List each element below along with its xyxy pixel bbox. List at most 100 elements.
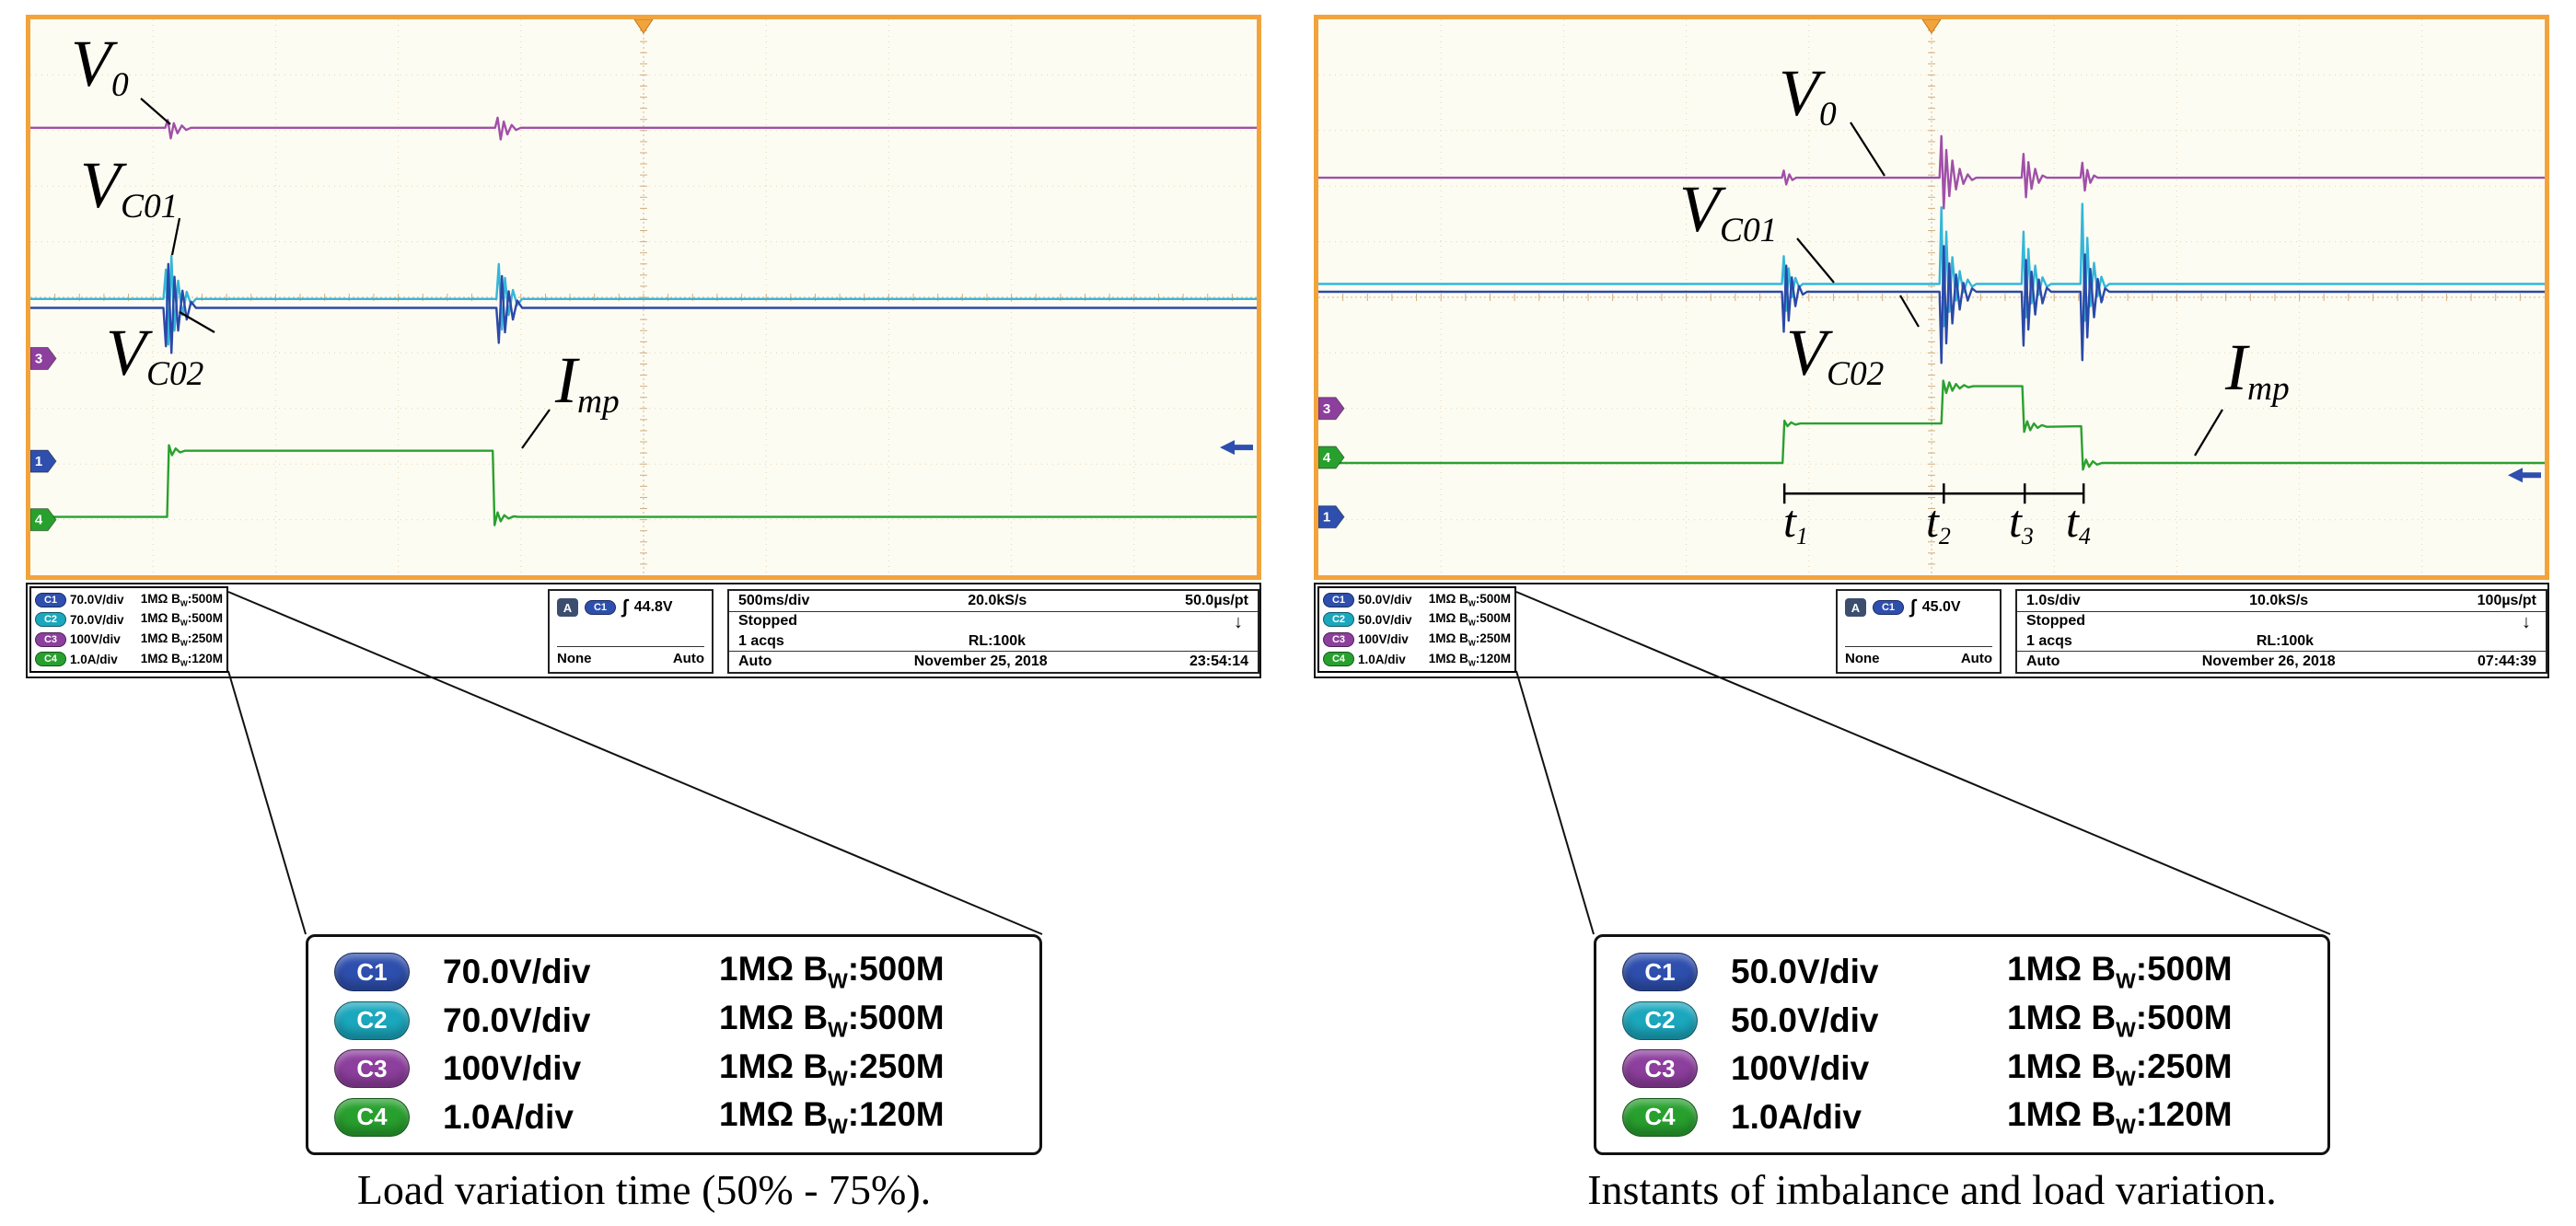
trigger-readout-box: A C1 ∫ 44.8V None Auto (548, 589, 714, 674)
record-length: RL:100k (2256, 633, 2315, 649)
channel-badge: C2 (35, 612, 66, 628)
trace-label-v0: V0 (71, 27, 129, 105)
vertical-scale-value: 1.0A/div (1358, 652, 1406, 666)
impedance-bandwidth-value: 1MΩ BW:250M (2007, 1047, 2233, 1090)
sample-resolution: 100µs/pt (2477, 593, 2536, 608)
acquisition-state-row: Stopped ↓ (2017, 612, 2546, 632)
acquisition-state: Stopped (738, 613, 797, 629)
channel-readout-block: C1 50.0V/div 1MΩ BW:500M C2 50.0V/div 1MΩ BW:… (1317, 586, 1516, 673)
channel-settings-row: C1 50.0V/div 1MΩ BW:500M (1622, 950, 2302, 994)
acquisition-time: 23:54:14 (1189, 653, 1248, 669)
channel-badge: C1 (1622, 953, 1698, 991)
trigger-mode-none: None (557, 651, 592, 666)
time-per-div: 1.0s/div (2026, 593, 2081, 608)
time-instant-label-t3: t3 (2009, 495, 2034, 549)
time-instant-label-t1: t1 (1783, 495, 1808, 549)
svg-text:3: 3 (35, 351, 42, 366)
impedance-bandwidth-value: 1MΩ BW:120M (2007, 1095, 2233, 1139)
impedance-bandwidth-value: 1MΩ BW:500M (140, 611, 223, 628)
trigger-modes: None Auto (1845, 646, 1992, 666)
channel-settings-row: C2 50.0V/div 1MΩ BW:500M (1323, 610, 1511, 630)
vertical-scale-value: 70.0V/div (70, 612, 124, 627)
channel-badge: C1 (1323, 592, 1354, 607)
channel-settings-row: C1 50.0V/div 1MΩ BW:500M (1323, 590, 1511, 609)
impedance-bandwidth-value: 1MΩ BW:500M (140, 591, 223, 608)
vertical-scale-value: 100V/div (443, 1049, 582, 1088)
acquisition-readout-box: 500ms/div 20.0kS/s 50.0µs/pt Stopped ↓ 1… (727, 589, 1259, 674)
impedance-bandwidth-value: 1MΩ BW:500M (719, 950, 945, 993)
trigger-readout-box: A C1 ∫ 45.0V None Auto (1836, 589, 2002, 674)
channel-badge: C4 (35, 652, 66, 667)
trace-label-imp: Imp (555, 343, 620, 422)
timestamp-row: Auto November 25, 2018 23:54:14 (729, 651, 1258, 672)
channel-badge: C1 (35, 592, 66, 607)
trace-label-vc01: VC01 (1679, 172, 1778, 250)
trace-label-v0: V0 (1779, 56, 1837, 134)
vertical-scale-value: 50.0V/div (1358, 612, 1412, 627)
sample-rate: 10.0kS/s (2249, 593, 2309, 608)
trigger-summary: A C1 ∫ 44.8V (557, 596, 704, 619)
trigger-level-value: 45.0V (1921, 599, 1961, 615)
waveform-plot: 341 (1318, 19, 2545, 575)
sample-rate: 20.0kS/s (968, 593, 1027, 608)
impedance-bandwidth-value: 1MΩ BW:500M (1428, 591, 1511, 608)
channel-badge: C1 (334, 953, 410, 991)
trigger-modes: None Auto (557, 646, 704, 666)
vertical-scale-value: 50.0V/div (1731, 1000, 1879, 1039)
channel-badge: C4 (1622, 1097, 1698, 1137)
timebase-row: 1.0s/div 10.0kS/s 100µs/pt (2017, 591, 2546, 612)
acquisition-count: 1 acqs (2026, 633, 2072, 649)
impedance-bandwidth-value: 1MΩ BW:500M (2007, 950, 2233, 993)
svg-text:4: 4 (1323, 450, 1331, 466)
subfigure-caption: Instants of imbalance and load variation… (1587, 1166, 2277, 1213)
trigger-source-badge: C1 (1873, 600, 1904, 615)
acquisition-count: 1 acqs (738, 633, 784, 649)
trigger-mode-none: None (1845, 651, 1880, 666)
trace-label-vc01: VC01 (80, 148, 179, 226)
impedance-bandwidth-value: 1MΩ BW:500M (2007, 998, 2233, 1042)
channel-badge: C2 (1323, 612, 1354, 628)
rising-edge-icon: ∫ (622, 596, 628, 618)
acquisition-count-row: 1 acqs RL:100k (2017, 632, 2546, 651)
channel-badge: C3 (35, 631, 66, 647)
trigger-mode-auto: Auto (1960, 651, 1992, 666)
magnifier-connector-line (1515, 670, 1595, 935)
impedance-bandwidth-value: 1MΩ BW:500M (1428, 611, 1511, 628)
channel-badge: C4 (334, 1097, 410, 1137)
impedance-bandwidth-value: 1MΩ BW:120M (719, 1095, 945, 1139)
trace-label-vc02: VC02 (106, 316, 204, 394)
subfigure-caption: Load variation time (50% - 75%). (356, 1166, 932, 1213)
scope-status-bar: C1 50.0V/div 1MΩ BW:500M C2 50.0V/div 1MΩ BW:… (1314, 583, 2549, 678)
channel-settings-row: C2 70.0V/div 1MΩ BW:500M (35, 610, 223, 630)
time-per-div: 500ms/div (738, 593, 810, 608)
impedance-bandwidth-value: 1MΩ BW:120M (1428, 651, 1511, 668)
trigger-mode-auto: Auto (672, 651, 704, 666)
vertical-scale-value: 1.0A/div (70, 652, 118, 666)
trace-label-imp: Imp (2225, 330, 2290, 409)
impedance-bandwidth-value: 1MΩ BW:250M (1428, 630, 1511, 648)
acquisition-readout-box: 1.0s/div 10.0kS/s 100µs/pt Stopped ↓ 1 a… (2015, 589, 2547, 674)
magnifier-connector-line (227, 670, 307, 935)
vertical-scale-value: 50.0V/div (1358, 593, 1412, 607)
vertical-scale-value: 50.0V/div (1731, 953, 1879, 990)
trigger-summary: A C1 ∫ 45.0V (1845, 596, 1992, 619)
time-instant-label-t4: t4 (2066, 495, 2091, 549)
acquisition-date: November 25, 2018 (913, 653, 1048, 669)
trigger-source-badge: C1 (585, 600, 616, 615)
acquisition-mode: Auto (738, 653, 772, 669)
